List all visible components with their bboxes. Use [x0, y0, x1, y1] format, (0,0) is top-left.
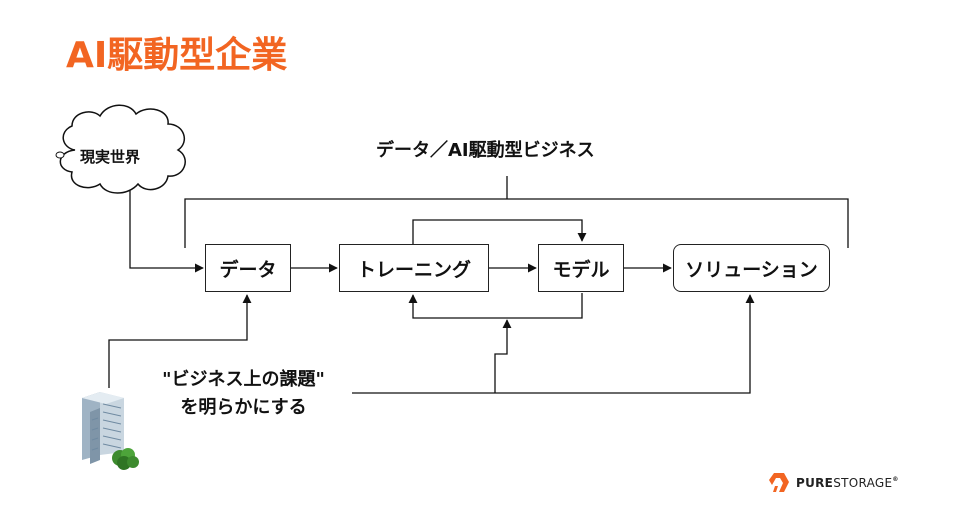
- cloud-icon: [55, 104, 186, 194]
- solution-box: ソリューション: [673, 244, 830, 292]
- page-title: AI駆動型企業: [66, 35, 288, 76]
- model-box: モデル: [538, 244, 624, 292]
- business-issue-label: "ビジネス上の課題" を明らかにする: [136, 366, 351, 422]
- pure-storage-logo: PURESTORAGE®: [768, 472, 899, 494]
- connector-loop-bottom: [408, 293, 583, 319]
- pure-storage-logo-icon: [769, 473, 789, 492]
- connector-loop-top: [412, 219, 587, 244]
- connector-cloud-to-data: [129, 190, 204, 273]
- data-box: データ: [205, 244, 291, 292]
- logo-wordmark: PURESTORAGE®: [796, 476, 899, 490]
- training-box: トレーニング: [339, 244, 489, 292]
- logo-wordmark-light: STORAGE: [833, 476, 893, 490]
- cloud-label: 現実世界: [80, 148, 141, 166]
- business-issue-line-1: "ビジネス上の課題": [162, 369, 325, 390]
- connector-building-to-data: [108, 294, 252, 388]
- logo-registered-mark: ®: [892, 476, 899, 483]
- connector-issue-to-loop: [494, 319, 512, 393]
- building-icon: [82, 392, 139, 470]
- business-label: データ／AI駆動型ビジネス: [376, 140, 595, 161]
- business-issue-line-2: を明らかにする: [180, 397, 307, 418]
- connector-issue-to-solution: [352, 294, 755, 394]
- connector-business-bracket: [184, 198, 849, 248]
- logo-wordmark-bold: PURE: [796, 476, 834, 490]
